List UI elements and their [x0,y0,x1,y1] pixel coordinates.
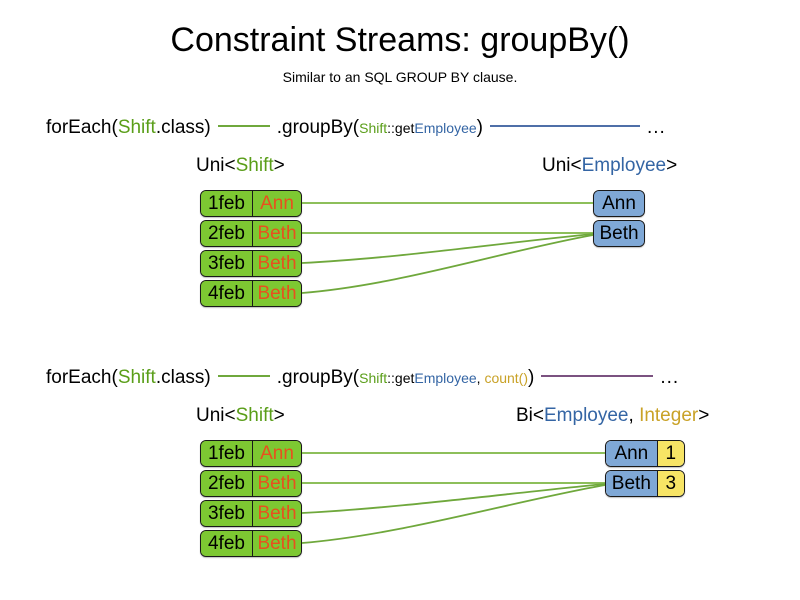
caption-suffix: > [698,405,710,426]
group-employee-name: Ann [594,191,644,216]
shift-employee-name: Beth [251,251,301,276]
page-title: Constraint Streams: groupBy() [170,21,630,59]
shift-fact-box[interactable]: 3feb Beth [200,500,302,527]
foreach-open-text: forEach( [46,367,118,388]
shift-fact-box[interactable]: 4feb Beth [200,530,302,557]
employee-count-group-box[interactable]: Beth 3 [605,470,685,497]
type-caption-left-row-1: Uni<Shift> [196,154,285,178]
caption-suffix: > [666,155,678,176]
groupby-arg-type-shift: Shift [359,370,388,386]
employee-count-group-box[interactable]: Ann 1 [605,440,685,467]
groupby-close-text: ) [476,117,483,138]
groupby-arg-prop-employee: Employee [414,370,477,386]
caption-suffix: > [273,155,285,176]
shift-employee-name: Beth [251,501,301,526]
shift-employee-name: Beth [251,471,301,496]
groupby-arg-comma: , [476,370,485,386]
groupby-arg-type-shift: Shift [359,120,388,136]
connector-groupby-to-ellipsis-row-1 [489,124,640,127]
link-shift-to-group [301,484,606,544]
shift-date: 3feb [201,501,252,526]
groupby-arg-sep: ::get [387,120,415,136]
foreach-type-shift: Shift [117,117,156,138]
shift-employee-name: Ann [251,191,301,216]
shift-employee-name: Beth [251,281,301,306]
link-shift-to-group [301,483,606,514]
groupby-arg-prop-employee: Employee [414,120,477,136]
groupby-open-text: .groupBy( [276,117,360,138]
group-employee-name: Ann [606,441,657,466]
caption-type-shift: Shift [235,405,274,426]
connector-groupby-to-ellipsis-row-2 [541,374,654,377]
connector-foreach-to-groupby-row-2 [217,374,270,377]
foreach-close-text: .class) [155,117,211,138]
caption-type-employee: Employee [581,155,667,176]
shift-date: 1feb [201,441,252,466]
shift-date: 2feb [201,221,252,246]
caption-prefix: Uni< [542,155,582,176]
type-caption-left-row-2: Uni<Shift> [196,404,285,428]
connector-foreach-to-groupby-row-1 [217,124,270,127]
groupby-arg-count: count() [484,370,529,386]
foreach-close-text: .class) [155,367,211,388]
caption-type-integer: Integer [639,405,699,426]
shift-fact-box[interactable]: 2feb Beth [200,470,302,497]
groupby-open-text: .groupBy( [276,367,360,388]
shift-fact-box[interactable]: 4feb Beth [200,280,302,307]
caption-type-employee: Employee [544,405,629,426]
employee-group-box[interactable]: Beth [593,220,645,247]
type-caption-right-row-2: Bi<Employee, Integer> [516,404,709,428]
groupby-arg-sep: ::get [387,370,415,386]
group-employee-name: Beth [594,221,644,246]
code-line-row-1: forEach(Shift.class).groupBy(Shift::getE… [46,116,666,140]
caption-prefix: Uni< [196,155,236,176]
link-shift-to-group [301,233,594,264]
link-shift-to-group [301,234,594,294]
shift-employee-name: Ann [251,441,301,466]
shift-fact-box[interactable]: 2feb Beth [200,220,302,247]
shift-fact-box[interactable]: 3feb Beth [200,250,302,277]
shift-date: 3feb [201,251,252,276]
caption-separator: , [628,405,640,426]
group-count-value: 1 [656,441,684,466]
foreach-type-shift: Shift [117,367,156,388]
page-subtitle: Similar to an SQL GROUP BY clause. [282,69,518,85]
shift-employee-name: Beth [251,221,301,246]
shift-fact-box[interactable]: 1feb Ann [200,190,302,217]
caption-suffix: > [273,405,285,426]
shift-employee-name: Beth [251,531,301,556]
ellipsis-row-1: ... [646,117,666,138]
employee-group-box[interactable]: Ann [593,190,645,217]
group-count-value: 3 [656,471,684,496]
shift-date: 4feb [201,281,252,306]
shift-date: 4feb [201,531,252,556]
shift-fact-box[interactable]: 1feb Ann [200,440,302,467]
type-caption-right-row-1: Uni<Employee> [542,154,677,178]
shift-date: 1feb [201,191,252,216]
group-employee-name: Beth [606,471,657,496]
caption-prefix: Uni< [196,405,236,426]
ellipsis-row-2: ... [660,367,680,388]
code-line-row-2: forEach(Shift.class).groupBy(Shift::getE… [46,366,679,390]
caption-type-shift: Shift [235,155,274,176]
caption-prefix: Bi< [516,405,544,426]
groupby-close-text: ) [528,367,535,388]
foreach-open-text: forEach( [46,117,118,138]
shift-date: 2feb [201,471,252,496]
